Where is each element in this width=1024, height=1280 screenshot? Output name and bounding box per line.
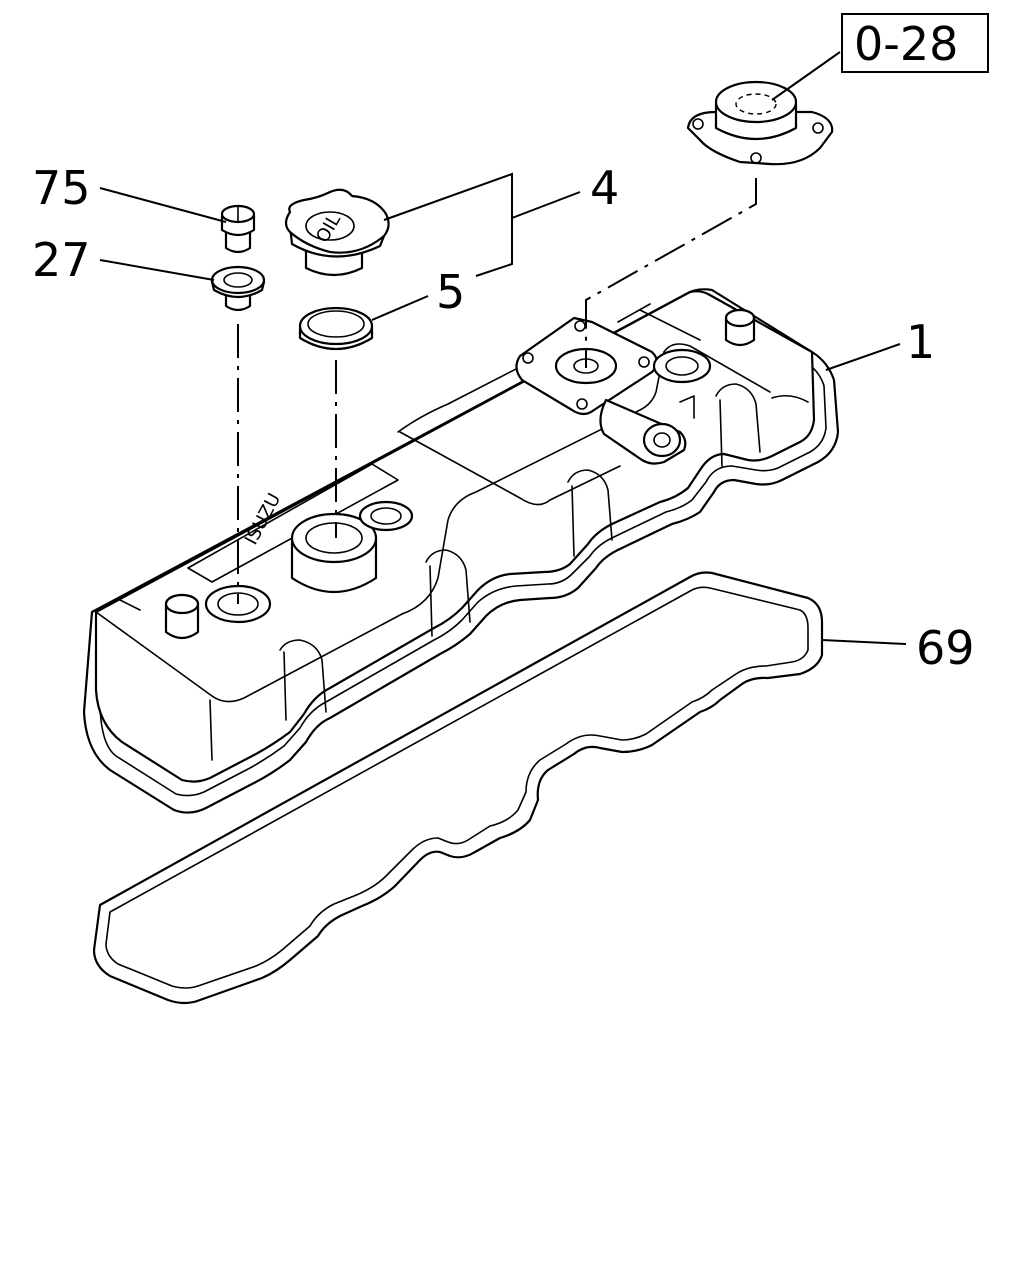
callout-69: 69 [916, 621, 975, 675]
leader-lines [99, 51, 907, 645]
callout-27: 27 [32, 233, 91, 287]
assembly-lines [237, 178, 757, 604]
bolt [220, 204, 256, 254]
o-ring [298, 306, 374, 350]
seal-washer [210, 265, 266, 312]
reference-box [841, 13, 989, 73]
oil-filler-cap: OIL [284, 188, 390, 277]
rocker-cover-gasket [92, 571, 824, 1005]
rocker-cover: ISUZU [82, 288, 840, 814]
callout-5: 5 [436, 265, 465, 319]
callout-ref-0-28: 0-28 [854, 17, 958, 71]
breather-cap [686, 80, 834, 166]
callout-1: 1 [906, 315, 935, 369]
callout-75: 75 [32, 161, 91, 215]
callout-4: 4 [590, 161, 619, 215]
